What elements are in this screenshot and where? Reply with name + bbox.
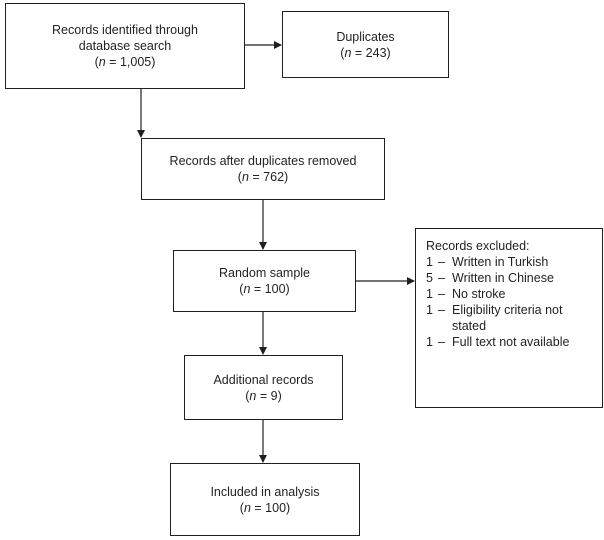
additional-records-count: (n = 9) — [245, 388, 282, 404]
excluded-item: 1–No stroke — [426, 286, 582, 302]
random-sample-count: (n = 100) — [239, 281, 289, 297]
excluded-reason: No stroke — [452, 287, 506, 301]
records-identified-line1: Records identified through — [52, 23, 198, 37]
dash: – — [438, 271, 445, 285]
n-value: = 9) — [256, 388, 282, 403]
excluded-item: 5–Written in Chinese — [426, 270, 582, 286]
dash: – — [438, 287, 445, 301]
dash: – — [438, 303, 445, 317]
records-after-removal-count: (n = 762) — [238, 169, 288, 185]
paren: ( — [237, 170, 242, 184]
duplicates-count: (n = 243) — [340, 45, 390, 61]
n-symbol: n — [98, 55, 106, 69]
dash: – — [438, 335, 445, 349]
excluded-item: 1–Written in Turkish — [426, 254, 582, 270]
n-symbol: n — [243, 500, 251, 515]
n-value: = 1,005) — [105, 55, 156, 69]
excluded-item: 1–Eligibility criteria not stated — [426, 302, 582, 334]
additional-records-label: Additional records — [213, 372, 314, 387]
excluded-reason: Eligibility criteria not stated — [452, 303, 563, 333]
paren: ( — [340, 45, 345, 60]
excluded-count: 1 — [426, 287, 433, 301]
records-identified-box: Records identified through database sear… — [5, 3, 245, 89]
duplicates-box: Duplicates (n = 243) — [282, 11, 449, 78]
n-symbol: n — [344, 45, 352, 60]
excluded-count: 1 — [426, 255, 433, 269]
records-after-removal-box: Records after duplicates removed (n = 76… — [141, 138, 385, 200]
random-sample-label: Random sample — [218, 266, 310, 280]
excluded-count: 1 — [426, 303, 433, 317]
records-after-removal-label: Records after duplicates removed — [169, 154, 357, 168]
excluded-count: 1 — [426, 335, 433, 349]
paren: ( — [94, 55, 99, 69]
excluded-reason: Written in Turkish — [452, 255, 549, 269]
additional-records-box: Additional records (n = 9) — [184, 355, 343, 420]
n-value: = 243) — [351, 45, 391, 60]
random-sample-box: Random sample (n = 100) — [173, 250, 356, 312]
n-symbol: n — [243, 282, 251, 296]
paren: ( — [245, 388, 250, 403]
included-in-analysis-count: (n = 100) — [240, 500, 290, 516]
n-value: = 762) — [248, 170, 289, 184]
excluded-item: 1–Full text not available — [426, 334, 582, 350]
records-identified-count: (n = 1,005) — [95, 54, 156, 70]
n-symbol: n — [241, 170, 249, 184]
included-in-analysis-box: Included in analysis (n = 100) — [170, 463, 360, 536]
n-value: = 100) — [250, 500, 291, 515]
excluded-count: 5 — [426, 271, 433, 285]
paren: ( — [239, 282, 244, 296]
paren: ( — [239, 500, 244, 515]
duplicates-label: Duplicates — [336, 29, 395, 44]
n-symbol: n — [249, 388, 257, 403]
records-excluded-box: Records excluded: 1–Written in Turkish 5… — [415, 228, 603, 408]
n-value: = 100) — [250, 282, 290, 296]
records-identified-line2: database search — [78, 39, 172, 53]
records-excluded-title: Records excluded: — [426, 239, 530, 253]
dash: – — [438, 255, 445, 269]
excluded-reason: Full text not available — [452, 335, 570, 349]
excluded-reason: Written in Chinese — [452, 271, 554, 285]
included-in-analysis-label: Included in analysis — [210, 484, 320, 499]
